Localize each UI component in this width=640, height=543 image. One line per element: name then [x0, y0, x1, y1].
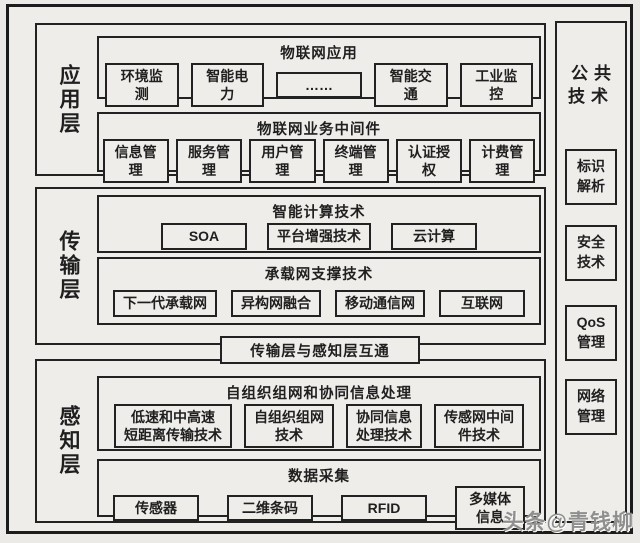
item-identifier-resolution: 标识 解析 — [565, 149, 617, 205]
data-collection-panel: 数据采集 传感器 二维条码 RFID 多媒体信息 — [97, 459, 541, 531]
item-adhoc-networking-tech: 自组织组网 技术 — [244, 403, 334, 449]
item-smart-transport: 智能交通 — [374, 63, 448, 108]
item-info-management: 信息管理 — [102, 139, 169, 184]
bearer-network-title: 承载网支撑技术 — [264, 267, 374, 283]
smart-computing-row: SOA 平台增强技术 云计算 — [99, 222, 539, 251]
item-2d-barcode: 二维条码 — [227, 495, 313, 522]
application-layer-box: 应用层 物联网应用 环境监测 智能电力 …… 智能交通 工业监控 物联网业务中间… — [35, 23, 546, 184]
item-multimedia-info: 多媒体信息 — [455, 486, 525, 531]
bearer-network-panel: 承载网支撑技术 下一代承载网 异构网融合 移动通信网 互联网 — [97, 257, 541, 325]
item-collaborative-info-processing: 协同信息 处理技术 — [346, 403, 422, 449]
item-cloud-computing: 云计算 — [391, 223, 477, 250]
item-smart-power: 智能电力 — [190, 63, 264, 108]
bearer-network-row: 下一代承载网 异构网融合 移动通信网 互联网 — [99, 284, 539, 323]
item-user-management: 用户管理 — [249, 139, 316, 184]
item-industrial-monitoring: 工业监控 — [459, 63, 533, 108]
item-terminal-management: 终端管理 — [322, 139, 389, 184]
item-ellipsis: …… — [276, 72, 362, 99]
item-billing-management: 计费管理 — [469, 139, 536, 184]
item-sensor-network-middleware: 传感网中间 件技术 — [434, 403, 524, 449]
iot-middleware-title: 物联网业务中间件 — [257, 122, 381, 138]
item-heterogeneous-network-fusion: 异构网融合 — [231, 290, 321, 317]
iot-applications-title: 物联网应用 — [280, 46, 358, 62]
common-technology-column: 公共 技术 标识 解析 安全 技术 QoS 管理 网络 管理 — [555, 21, 627, 523]
item-soa: SOA — [161, 223, 247, 250]
layer-interconnect-bridge: 传输层与感知层互通 — [220, 336, 420, 364]
diagram-outer-frame: 应用层 物联网应用 环境监测 智能电力 …… 智能交通 工业监控 物联网业务中间… — [6, 4, 633, 534]
item-qos-management: QoS 管理 — [565, 305, 617, 361]
common-technology-title: 公共 技术 — [568, 64, 617, 106]
perception-layer-box: 感知层 自组织组网和协同信息处理 低速和中高速 短距离传输技术 自组织组网 技术… — [35, 359, 546, 531]
item-platform-enhancement: 平台增强技术 — [267, 223, 371, 250]
item-environment-monitoring: 环境监测 — [105, 63, 179, 108]
data-collection-row: 传感器 二维条码 RFID 多媒体信息 — [99, 486, 539, 531]
transport-layer-box: 传输层 智能计算技术 SOA 平台增强技术 云计算 承载网支撑技术 下一代承载网… — [35, 187, 546, 345]
iot-applications-row: 环境监测 智能电力 …… 智能交通 工业监控 — [99, 63, 539, 108]
transport-layer-label: 传输层 — [57, 230, 80, 302]
toutiao-watermark: 头条@青钱柳 — [502, 511, 634, 534]
perception-layer-label: 感知层 — [57, 405, 80, 477]
item-short-range-transmission: 低速和中高速 短距离传输技术 — [114, 403, 232, 449]
smart-computing-title: 智能计算技术 — [272, 205, 366, 221]
adhoc-network-panel: 自组织组网和协同信息处理 低速和中高速 短距离传输技术 自组织组网 技术 协同信… — [97, 376, 541, 451]
item-sensor: 传感器 — [113, 495, 199, 522]
adhoc-network-title: 自组织组网和协同信息处理 — [226, 386, 412, 402]
iot-middleware-panel: 物联网业务中间件 信息管理 服务管理 用户管理 终端管理 认证授权 计费管理 — [97, 112, 541, 184]
item-rfid: RFID — [341, 495, 427, 522]
item-security-technology: 安全 技术 — [565, 225, 617, 281]
data-collection-title: 数据采集 — [288, 469, 350, 485]
iot-applications-panel: 物联网应用 环境监测 智能电力 …… 智能交通 工业监控 — [97, 36, 541, 108]
item-service-management: 服务管理 — [175, 139, 243, 184]
item-next-gen-bearer-network: 下一代承载网 — [113, 290, 217, 317]
adhoc-network-row: 低速和中高速 短距离传输技术 自组织组网 技术 协同信息 处理技术 传感网中间 … — [99, 403, 539, 449]
item-mobile-communication-network: 移动通信网 — [335, 290, 425, 317]
application-layer-label: 应用层 — [57, 63, 80, 136]
item-network-management: 网络 管理 — [565, 379, 617, 435]
smart-computing-panel: 智能计算技术 SOA 平台增强技术 云计算 — [97, 195, 541, 253]
item-auth-authorization: 认证授权 — [395, 139, 463, 184]
item-internet: 互联网 — [439, 290, 525, 317]
iot-middleware-row: 信息管理 服务管理 用户管理 终端管理 认证授权 计费管理 — [99, 139, 539, 184]
